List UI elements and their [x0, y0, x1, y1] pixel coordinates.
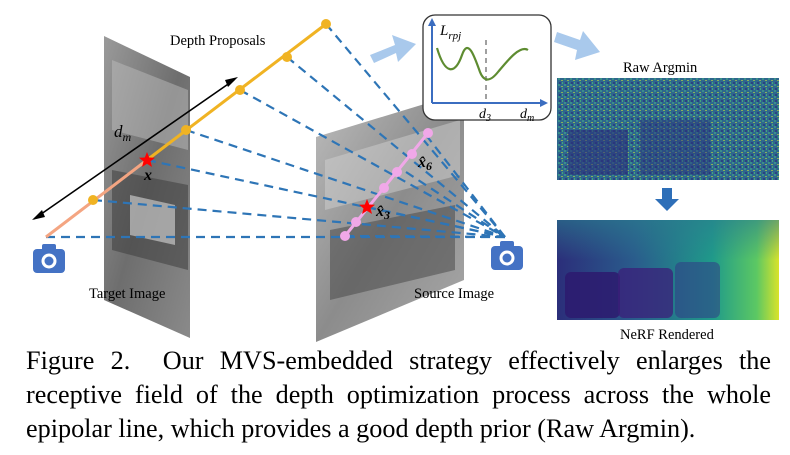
proposal-point: [235, 85, 245, 95]
target-image-plane: [104, 36, 190, 338]
proposal-point: [181, 125, 191, 135]
proposal-point: [321, 19, 331, 29]
inset-tick-d3: d3: [479, 107, 491, 124]
inset-plot: [422, 14, 552, 121]
epipolar-point: [392, 167, 402, 177]
raw-argmin-label: Raw Argmin: [623, 60, 698, 76]
nerf-rendered-map: [557, 220, 779, 320]
dm-label: dm: [114, 122, 132, 144]
epipolar-point: [407, 149, 417, 159]
epipolar-point: [379, 183, 389, 193]
proposal-point: [282, 52, 292, 62]
epipolar-point: [351, 217, 361, 227]
source-image-label: Source Image: [414, 286, 494, 302]
x6-label: x̂6: [417, 154, 432, 173]
inset-ylabel: Lrpj: [439, 23, 461, 42]
depth-proposal-line: [45, 19, 331, 239]
inset-xlabel: dm: [520, 107, 534, 124]
proposal-point: [88, 195, 98, 205]
x-label: x: [143, 167, 152, 184]
epipolar-point: [340, 231, 350, 241]
depth-proposals-label: Depth Proposals: [170, 33, 266, 49]
figure-caption: Figure 2. Our MVS-embedded strategy effe…: [26, 344, 771, 446]
dashed-rays: [46, 23, 506, 239]
camera-icon: [491, 241, 523, 270]
star-icon: [359, 199, 375, 214]
arrow-icon: [655, 188, 679, 211]
target-image-label: Target Image: [89, 286, 165, 302]
epipolar-point: [423, 128, 433, 138]
dm-arrow: [32, 77, 238, 220]
star-icon: [139, 152, 155, 167]
caption-label: Figure 2.: [26, 346, 131, 375]
arrow-icon: [554, 31, 600, 60]
arrow-icon: [370, 35, 416, 63]
source-image-plane: [316, 92, 464, 342]
caption-text: Our MVS-embedded strategy effectively en…: [26, 346, 772, 443]
epipolar-line: [340, 128, 433, 241]
nerf-rendered-label: NeRF Rendered: [620, 327, 715, 343]
raw-argmin-map: [557, 78, 779, 180]
x3-label: x̂3: [375, 203, 390, 222]
figure-2: Depth Proposals dm x x̂6 x̂3 Target Imag…: [32, 14, 779, 343]
camera-icon: [33, 244, 65, 273]
